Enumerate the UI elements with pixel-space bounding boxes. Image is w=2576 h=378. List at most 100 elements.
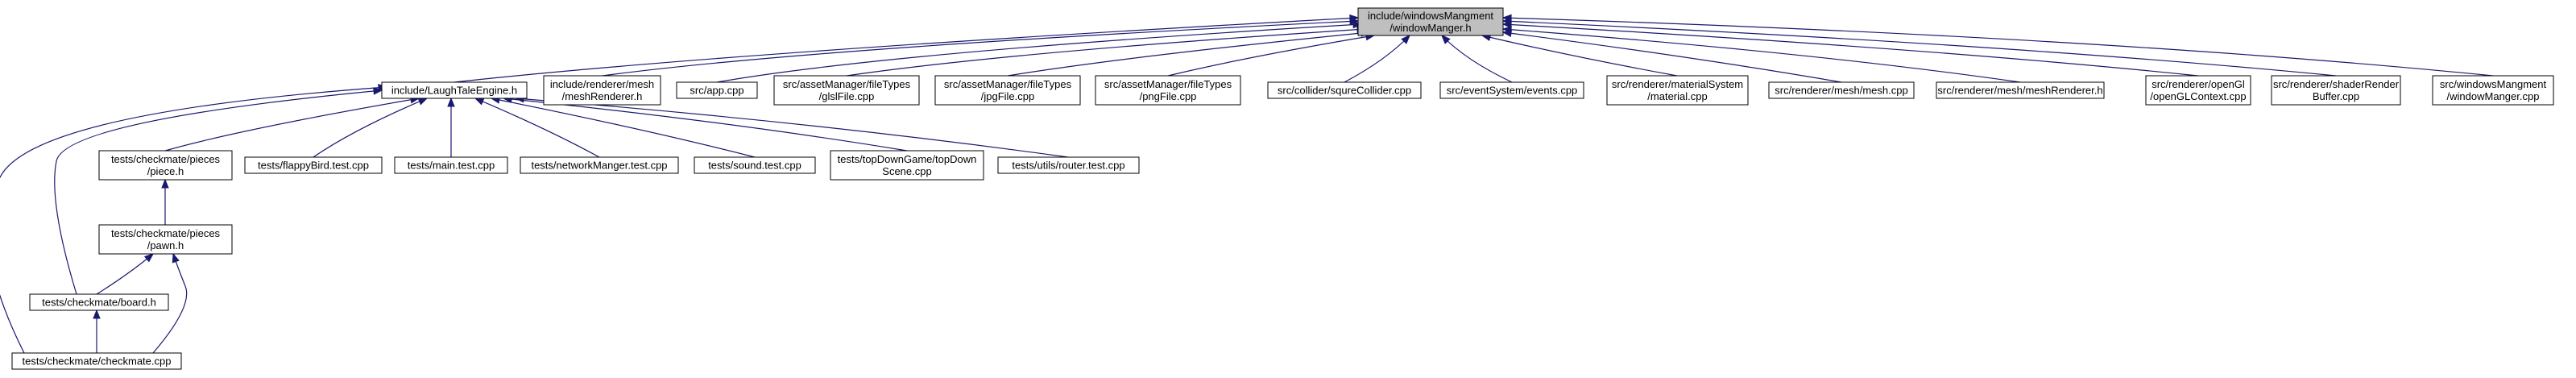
node-label-line: tests/networkManger.test.cpp: [531, 160, 667, 172]
node-box: [1439, 81, 1584, 99]
node-label-line: tests/sound.test.cpp: [708, 160, 801, 172]
edge-line: [96, 253, 154, 295]
node-png[interactable]: src/assetManager/fileTypes/pngFile.cpp: [1095, 75, 1241, 106]
node-pawnH[interactable]: tests/checkmate/pieces/pawn.h: [98, 224, 233, 255]
edge-arrowhead: [417, 98, 429, 106]
node-box: [1936, 81, 2105, 99]
node-box: [394, 156, 508, 174]
node-box: [830, 150, 984, 181]
node-label-line: /piece.h: [147, 165, 184, 177]
node-flappy[interactable]: tests/flappyBird.test.cpp: [244, 156, 383, 174]
edge-line: [313, 98, 428, 158]
node-box: [98, 150, 233, 181]
node-label-line: src/assetManager/fileTypes: [1104, 78, 1232, 90]
edge-line: [1502, 31, 1842, 83]
edge-pawnH-to-pieceH: [161, 178, 169, 225]
node-checkmateCpp[interactable]: tests/checkmate/checkmate.cpp: [11, 352, 182, 370]
node-engine[interactable]: include/LaughTaleEngine.h: [381, 81, 528, 99]
node-label-line: src/windowsMangment: [2440, 78, 2547, 90]
edge-arrowhead: [1501, 26, 1512, 34]
node-meshRendererH[interactable]: include/renderer/mesh/meshRenderer.h: [543, 75, 661, 106]
edge-shaderBuf-to-root: [1501, 17, 2337, 77]
node-box: [1357, 7, 1504, 36]
edge-meshRendererH-to-root: [602, 17, 1360, 77]
node-label-line: Buffer.cpp: [2313, 90, 2359, 102]
node-app[interactable]: src/app.cpp: [676, 81, 758, 99]
edge-layer: [0, 14, 2494, 354]
node-label-line: tests/checkmate/board.h: [42, 297, 156, 309]
node-label-line: include/LaughTaleEngine.h: [391, 85, 517, 97]
edge-checkmateCpp-to-pawnH: [152, 252, 188, 354]
node-label-line: tests/utils/router.test.cpp: [1012, 160, 1124, 172]
edge-line: [716, 23, 1362, 83]
node-label-line: include/windowsMangment: [1368, 10, 1493, 22]
node-label-line: src/renderer/mesh/mesh.cpp: [1775, 85, 1907, 97]
node-label-line: src/app.cpp: [690, 85, 743, 97]
node-box: [1095, 75, 1241, 106]
edge-line: [503, 98, 908, 152]
node-box: [1267, 81, 1422, 99]
node-collider[interactable]: src/collider/squreCollider.cpp: [1267, 81, 1422, 99]
node-label-line: tests/checkmate/checkmate.cpp: [23, 355, 172, 368]
node-box: [381, 81, 528, 99]
edge-sound-to-engine: [490, 96, 756, 158]
node-events[interactable]: src/eventSystem/events.cpp: [1439, 81, 1584, 99]
edge-line: [164, 98, 420, 152]
edge-arrowhead: [93, 309, 101, 319]
edge-events-to-root: [1441, 35, 1513, 83]
edge-line: [453, 17, 1359, 83]
edge-line: [491, 98, 756, 158]
node-label-line: /openGLContext.cpp: [2150, 90, 2246, 102]
edge-line: [1502, 23, 2199, 77]
node-openGL[interactable]: src/renderer/openGl/openGLContext.cpp: [2145, 75, 2251, 106]
node-mainTest[interactable]: tests/main.test.cpp: [394, 156, 508, 174]
node-label-line: /windowManger.cpp: [2447, 90, 2540, 102]
edge-arrowhead: [172, 252, 180, 264]
edge-line: [1502, 20, 2337, 77]
node-label-line: Scene.cpp: [882, 165, 931, 177]
edge-engine-to-root: [453, 14, 1360, 83]
node-label-line: /material.cpp: [1647, 90, 1707, 102]
node-network[interactable]: tests/networkManger.test.cpp: [520, 156, 679, 174]
edge-png-to-root: [1167, 33, 1376, 77]
node-jpg[interactable]: src/assetManager/fileTypes/jpgFile.cpp: [934, 75, 1081, 106]
node-windowMgrCpp[interactable]: src/windowsMangment/windowManger.cpp: [2432, 75, 2554, 106]
edge-line: [1481, 35, 1678, 77]
node-router[interactable]: tests/utils/router.test.cpp: [997, 156, 1140, 174]
edge-boardH-to-engine: [54, 87, 383, 295]
node-boardH[interactable]: tests/checkmate/board.h: [29, 293, 169, 311]
node-box: [520, 156, 679, 174]
edge-arrowhead: [1501, 14, 1512, 23]
node-sound[interactable]: tests/sound.test.cpp: [694, 156, 816, 174]
edge-line: [1502, 28, 2021, 83]
node-label-line: /meshRenderer.h: [562, 90, 643, 102]
node-layer: include/windowsMangment/windowManger.hin…: [11, 7, 2554, 370]
node-material[interactable]: src/renderer/materialSystem/material.cpp: [1606, 75, 1749, 106]
node-root: include/windowsMangment/windowManger.h: [1357, 7, 1504, 36]
node-glsl[interactable]: src/assetManager/fileTypes/glslFile.cpp: [773, 75, 920, 106]
edge-arrowhead: [1401, 35, 1410, 44]
node-meshCpp[interactable]: src/renderer/mesh/mesh.cpp: [1768, 81, 1915, 99]
node-meshRendererSrcH[interactable]: src/renderer/mesh/meshRenderer.h: [1936, 81, 2105, 99]
node-label-line: /jpgFile.cpp: [981, 90, 1034, 102]
node-label-line: src/assetManager/fileTypes: [783, 78, 911, 90]
node-label-line: /glslFile.cpp: [819, 90, 875, 102]
edge-line: [0, 86, 387, 354]
node-label-line: tests/main.test.cpp: [408, 160, 495, 172]
edge-arrowhead: [447, 97, 455, 107]
node-label-line: src/renderer/shaderRender: [2273, 78, 2400, 90]
node-box: [773, 75, 920, 106]
edge-line: [54, 89, 383, 295]
edge-line: [1007, 31, 1370, 77]
edge-mainTest-to-engine: [447, 97, 455, 157]
node-label-line: /windowManger.h: [1389, 22, 1471, 34]
node-label-line: tests/checkmate/pieces: [111, 227, 221, 239]
node-pieceH[interactable]: tests/checkmate/pieces/piece.h: [98, 150, 233, 181]
node-box: [694, 156, 816, 174]
node-box: [543, 75, 661, 106]
node-label-line: tests/flappyBird.test.cpp: [258, 160, 369, 172]
node-box: [11, 352, 182, 370]
edge-collider-to-root: [1344, 35, 1410, 83]
